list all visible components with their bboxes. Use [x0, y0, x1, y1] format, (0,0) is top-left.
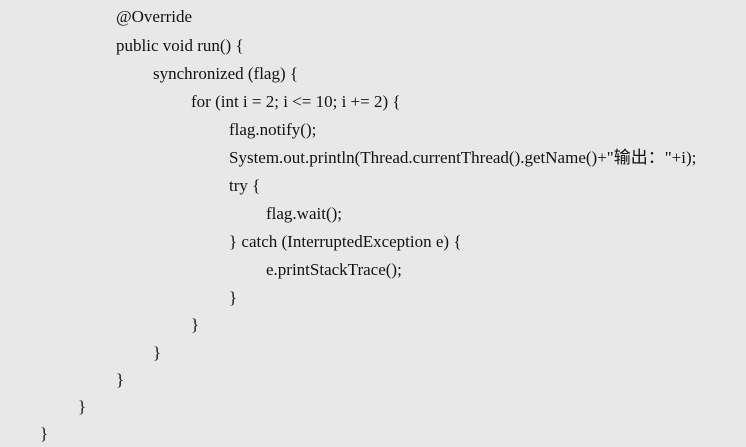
code-line-7: try { [0, 172, 746, 200]
code-line-3: synchronized (flag) { [0, 60, 746, 88]
code-text: synchronized (flag) { [153, 64, 299, 83]
code-text: } [116, 370, 125, 389]
code-line-4: for (int i = 2; i <= 10; i += 2) { [0, 88, 746, 116]
code-text: e.printStackTrace(); [266, 260, 402, 279]
code-text: for (int i = 2; i <= 10; i += 2) { [191, 92, 401, 111]
code-line-6: System.out.println(Thread.currentThread(… [0, 144, 746, 172]
code-text: } [78, 397, 87, 416]
code-line-15: } [0, 393, 746, 421]
code-line-9: } catch (InterruptedException e) { [0, 228, 746, 256]
code-line-12: } [0, 311, 746, 339]
code-line-1: @Override [0, 3, 746, 31]
code-text: } catch (InterruptedException e) { [229, 232, 462, 251]
code-text: System.out.println(Thread.currentThread(… [229, 148, 697, 167]
code-line-2: public void run() { [0, 32, 746, 60]
code-line-11: } [0, 284, 746, 312]
code-text: @Override [116, 7, 193, 26]
code-line-13: } [0, 339, 746, 367]
code-text: public void run() { [116, 36, 244, 55]
code-text: } [40, 424, 49, 443]
code-line-8: flag.wait(); [0, 200, 746, 228]
code-text: } [229, 288, 238, 307]
code-text: flag.wait(); [266, 204, 342, 223]
code-text: try { [229, 176, 261, 195]
code-text: } [191, 315, 200, 334]
code-line-10: e.printStackTrace(); [0, 256, 746, 284]
code-text: flag.notify(); [229, 120, 317, 139]
code-text: } [153, 343, 162, 362]
code-line-14: } [0, 366, 746, 394]
code-line-16: } [0, 420, 746, 447]
code-line-5: flag.notify(); [0, 116, 746, 144]
